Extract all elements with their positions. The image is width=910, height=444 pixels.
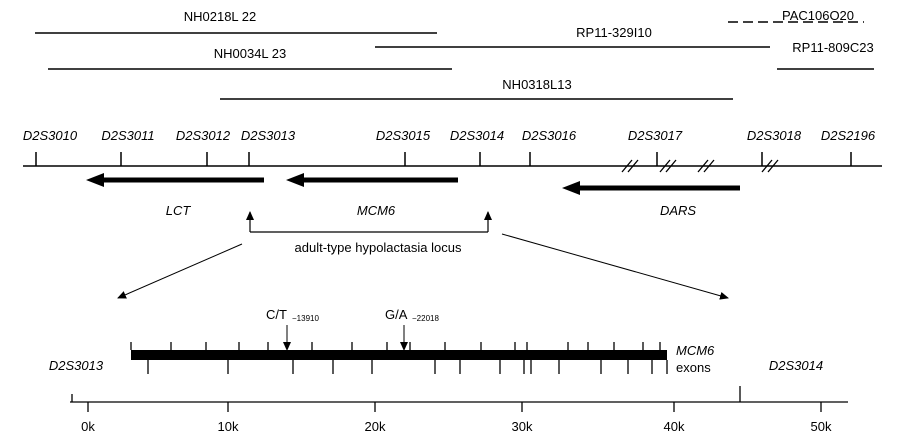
gene-label-lct: LCT [166, 203, 192, 218]
variant-g-a-position: −22018 [412, 314, 439, 323]
marker-axis: D2S3010 D2S3011 D2S3012 D2S3013 D2S3015 … [23, 128, 882, 173]
marker-label-d2s3018: D2S3018 [747, 128, 802, 143]
scale-tick-label: 10k [218, 419, 239, 434]
variant-c-t-position: −13910 [292, 314, 319, 323]
marker-label-d2s3011: D2S3011 [101, 128, 154, 143]
scale-tick-label: 40k [664, 419, 685, 434]
gene-label-dars: DARS [660, 203, 696, 218]
detail-marker-left: D2S3013 [49, 358, 104, 373]
gene-label-mcm6: MCM6 [357, 203, 396, 218]
mcm6-exon-track: C/T −13910 G/A −22018 D2S3013 D2S3014 MC… [49, 307, 823, 375]
locus-label: adult-type hypolactasia locus [295, 240, 462, 255]
marker-label-d2s3014: D2S3014 [450, 128, 504, 143]
clone-label-nh0218l22: NH0218L 22 [184, 9, 257, 24]
zoom-line-right [501, 233, 729, 300]
exons-word-label: exons [676, 360, 711, 375]
marker-label-d2s3017: D2S3017 [628, 128, 683, 143]
marker-label-d2s2196: D2S2196 [821, 128, 876, 143]
gene-arrows: LCT MCM6 DARS [86, 173, 740, 218]
scale-tick-label: 50k [811, 419, 832, 434]
clone-label-nh0034l23: NH0034L 23 [214, 46, 287, 61]
clone-label-nh0318l13: NH0318L13 [502, 77, 571, 92]
kb-scale: 0k 10k 20k 30k 40k 50k [70, 386, 848, 434]
scale-tick-label: 20k [365, 419, 386, 434]
mcm6-gene-bar [131, 350, 667, 360]
gene-arrow-mcm6 [286, 173, 458, 187]
marker-label-d2s3010: D2S3010 [23, 128, 78, 143]
locus-bracket: adult-type hypolactasia locus [246, 211, 492, 255]
axis-break-marks [621, 159, 779, 173]
clone-label-rp11-329i10: RP11-329I10 [576, 25, 652, 40]
detail-marker-right: D2S3014 [769, 358, 823, 373]
exons-gene-label: MCM6 [676, 343, 715, 358]
exon-ticks [130, 342, 668, 374]
scale-tick-label: 30k [512, 419, 533, 434]
clone-contig: NH0218L 22 RP11-329I10 PAC106O20 NH0034L… [35, 8, 874, 100]
variant-c-t-base: C/T [266, 307, 287, 322]
clone-label-rp11-809c23: RP11-809C23 [792, 40, 873, 55]
zoom-line-left [117, 243, 243, 299]
marker-label-d2s3016: D2S3016 [522, 128, 577, 143]
variant-g-a: G/A −22018 [385, 307, 439, 351]
gene-arrow-lct [86, 173, 264, 187]
variant-g-a-base: G/A [385, 307, 408, 322]
marker-label-d2s3015: D2S3015 [376, 128, 431, 143]
marker-label-d2s3012: D2S3012 [176, 128, 231, 143]
gene-arrow-dars [562, 181, 740, 195]
marker-label-d2s3013: D2S3013 [241, 128, 296, 143]
clone-label-pac106o20: PAC106O20 [782, 8, 854, 23]
scale-tick-label: 0k [81, 419, 95, 434]
variant-c-t: C/T −13910 [266, 307, 319, 351]
